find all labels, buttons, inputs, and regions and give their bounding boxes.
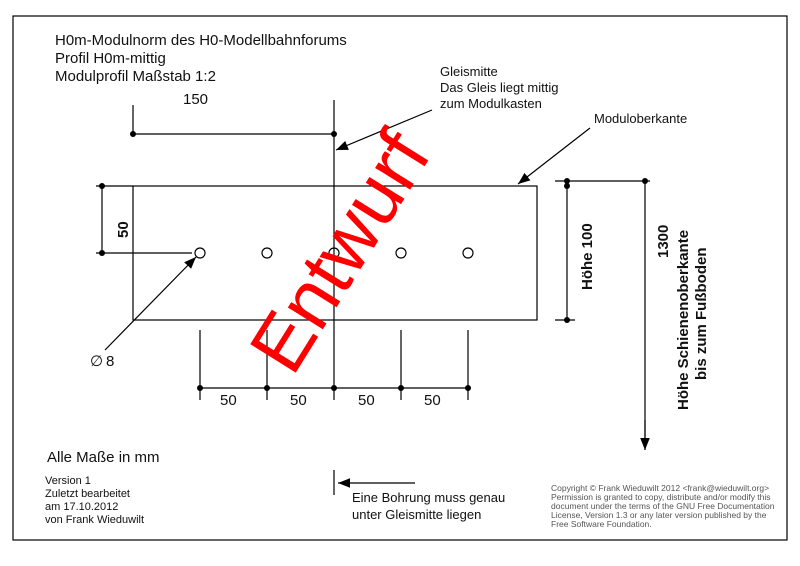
dim-150: 150 <box>183 91 208 108</box>
bottom-dim: 50 <box>424 392 441 409</box>
gleismitte-label: Gleismitte <box>440 64 498 79</box>
note-line: unter Gleismitte liegen <box>352 507 481 522</box>
dim-1300: 1300 <box>655 225 672 258</box>
moduloberkante-arrow <box>517 127 591 185</box>
dim-50-height: 50 <box>115 221 132 238</box>
author: von Frank Wieduwilt <box>45 514 144 526</box>
gleismitte-desc: Das Gleis liegt mittig <box>440 80 558 95</box>
copyright: Copyright © Frank Wieduwilt 2012 <frank@… <box>551 483 769 493</box>
diameter-symbol: ∅ <box>90 353 103 370</box>
edited-label: Zuletzt bearbeitet <box>45 488 130 500</box>
draft-watermark: Entwurf <box>232 116 447 387</box>
note-line: Eine Bohrung muss genau <box>352 490 505 505</box>
schiene-label2: bis zum Fußboden <box>693 248 710 381</box>
schiene-label: Höhe Schienenoberkante <box>675 230 692 410</box>
scale: Modulprofil Maßstab 1:2 <box>55 68 216 85</box>
license-text: License, Version 1.3 or any later versio… <box>551 510 767 520</box>
profile-name: Profil H0m-mittig <box>55 50 166 67</box>
bottom-dimension <box>199 330 469 400</box>
note-arrow <box>334 470 415 495</box>
diameter-value: 8 <box>106 353 114 370</box>
gleismitte-arrow <box>335 109 433 151</box>
drawing-border <box>12 15 788 541</box>
license-text: Permission is granted to copy, distribut… <box>551 492 771 502</box>
hoehe-100: Höhe 100 <box>579 223 596 290</box>
edited-date: am 17.10.2012 <box>45 501 118 513</box>
version: Version 1 <box>45 475 91 487</box>
bottom-dim: 50 <box>290 392 307 409</box>
dimension-lines <box>96 100 650 450</box>
license-text: document under the terms of the GNU Free… <box>551 501 775 511</box>
units-note: Alle Maße in mm <box>47 449 160 466</box>
diameter-leader <box>104 256 197 351</box>
moduloberkante-label: Moduloberkante <box>594 111 687 126</box>
title: H0m-Modulnorm des H0-Modellbahnforums <box>55 32 347 49</box>
bottom-dim: 50 <box>220 392 237 409</box>
license-text: Free Software Foundation. <box>551 519 652 529</box>
gleismitte-desc2: zum Modulkasten <box>440 96 542 111</box>
bottom-dim: 50 <box>358 392 375 409</box>
